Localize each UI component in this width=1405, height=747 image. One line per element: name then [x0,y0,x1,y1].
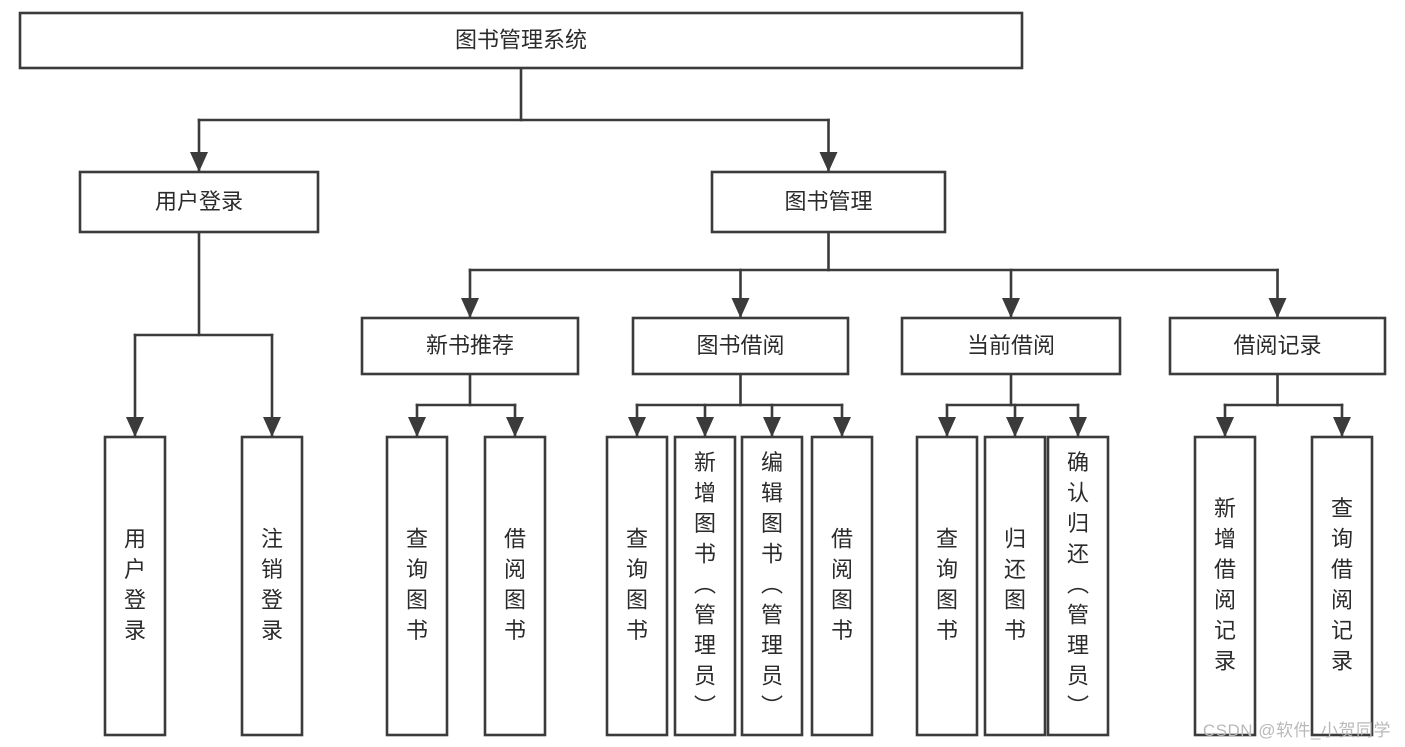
node-label: 查询借阅记录 [1331,496,1353,674]
arrow-head [126,417,144,437]
node-新增图书管理员[interactable]: 新增图书︵管理员︶ [673,435,737,737]
node-label: 用户登录 [155,189,243,214]
arrow-head [696,417,714,437]
node-box[interactable] [18,11,1024,70]
node-box[interactable] [983,435,1047,737]
node-label: 借阅图书 [831,526,853,643]
node-label: 借阅图书 [504,526,526,643]
arrow-head [1268,298,1287,318]
node-box[interactable] [740,435,804,737]
node-label: 新增借阅记录 [1214,496,1236,674]
node-box[interactable] [710,170,947,234]
node-box[interactable] [1168,316,1387,376]
node-查询图书[interactable]: 查询图书 [915,435,979,737]
node-label: 用户登录 [124,526,146,643]
node-新增借阅记录[interactable]: 新增借阅记录 [1193,435,1257,737]
node-借阅记录[interactable]: 借阅记录 [1168,316,1387,376]
node-归还图书[interactable]: 归还图书 [983,435,1047,737]
node-确认归还管理员[interactable]: 确认归还︵管理员︶ [1046,435,1110,737]
node-label: 查询图书 [936,526,958,643]
node-查询借阅记录[interactable]: 查询借阅记录 [1310,435,1374,737]
arrow-head [731,298,750,318]
node-编辑图书管理员[interactable]: 编辑图书︵管理员︶ [740,435,804,737]
node-label: 新增图书︵管理员︶ [694,450,716,719]
arrow-head [1069,417,1087,437]
node-layer: 图书管理系统用户登录图书管理新书推荐图书借阅当前借阅借阅记录用户登录注销登录查询… [18,11,1387,737]
node-label: 编辑图书︵管理员︶ [761,450,783,719]
node-用户登录[interactable]: 用户登录 [78,170,320,234]
arrow-head [628,417,646,437]
node-图书借阅[interactable]: 图书借阅 [631,316,850,376]
arrow-head [833,417,851,437]
node-label: 图书管理系统 [455,27,587,52]
watermark-label: CSDN @软件_小贺同学 [1202,721,1391,740]
node-label: 确认归还︵管理员︶ [1067,450,1089,719]
node-box[interactable] [810,435,874,737]
node-当前借阅[interactable]: 当前借阅 [900,316,1122,376]
arrow-head [190,152,208,172]
node-用户登录[interactable]: 用户登录 [103,435,167,737]
arrow-head [263,417,281,437]
node-box[interactable] [483,435,547,737]
node-图书管理系统[interactable]: 图书管理系统 [18,11,1024,70]
node-label: 查询图书 [626,526,648,643]
node-box[interactable] [360,316,580,376]
arrow-head [1216,417,1234,437]
node-box[interactable] [673,435,737,737]
arrow-head [938,417,956,437]
node-label: 新书推荐 [426,333,514,358]
node-注销登录[interactable]: 注销登录 [240,435,304,737]
arrow-head [1333,417,1351,437]
node-借阅图书[interactable]: 借阅图书 [810,435,874,737]
node-借阅图书[interactable]: 借阅图书 [483,435,547,737]
arrow-head [461,298,479,318]
node-label: 图书管理 [784,189,872,214]
node-box[interactable] [240,435,304,737]
node-box[interactable] [1046,435,1110,737]
node-box[interactable] [631,316,850,376]
node-label: 归还图书 [1004,526,1026,643]
arrow-head [1002,298,1020,318]
arrow-head [506,417,524,437]
node-label: 查询图书 [406,526,428,643]
node-box[interactable] [385,435,449,737]
node-box[interactable] [78,170,320,234]
node-图书管理[interactable]: 图书管理 [710,170,947,234]
arrow-head [819,152,838,172]
node-box[interactable] [1193,435,1257,737]
arrow-head [408,417,426,437]
connector-layer [126,66,1351,439]
node-box[interactable] [915,435,979,737]
node-label: 图书借阅 [696,333,784,358]
arrow-head [1006,417,1024,437]
node-box[interactable] [900,316,1122,376]
node-label: 当前借阅 [967,333,1055,358]
node-查询图书[interactable]: 查询图书 [385,435,449,737]
node-label: 借阅记录 [1233,333,1321,358]
node-label: 注销登录 [261,526,283,643]
arrow-head [763,417,781,437]
node-box[interactable] [1310,435,1374,737]
node-box[interactable] [605,435,669,737]
node-查询图书[interactable]: 查询图书 [605,435,669,737]
node-box[interactable] [103,435,167,737]
node-新书推荐[interactable]: 新书推荐 [360,316,580,376]
